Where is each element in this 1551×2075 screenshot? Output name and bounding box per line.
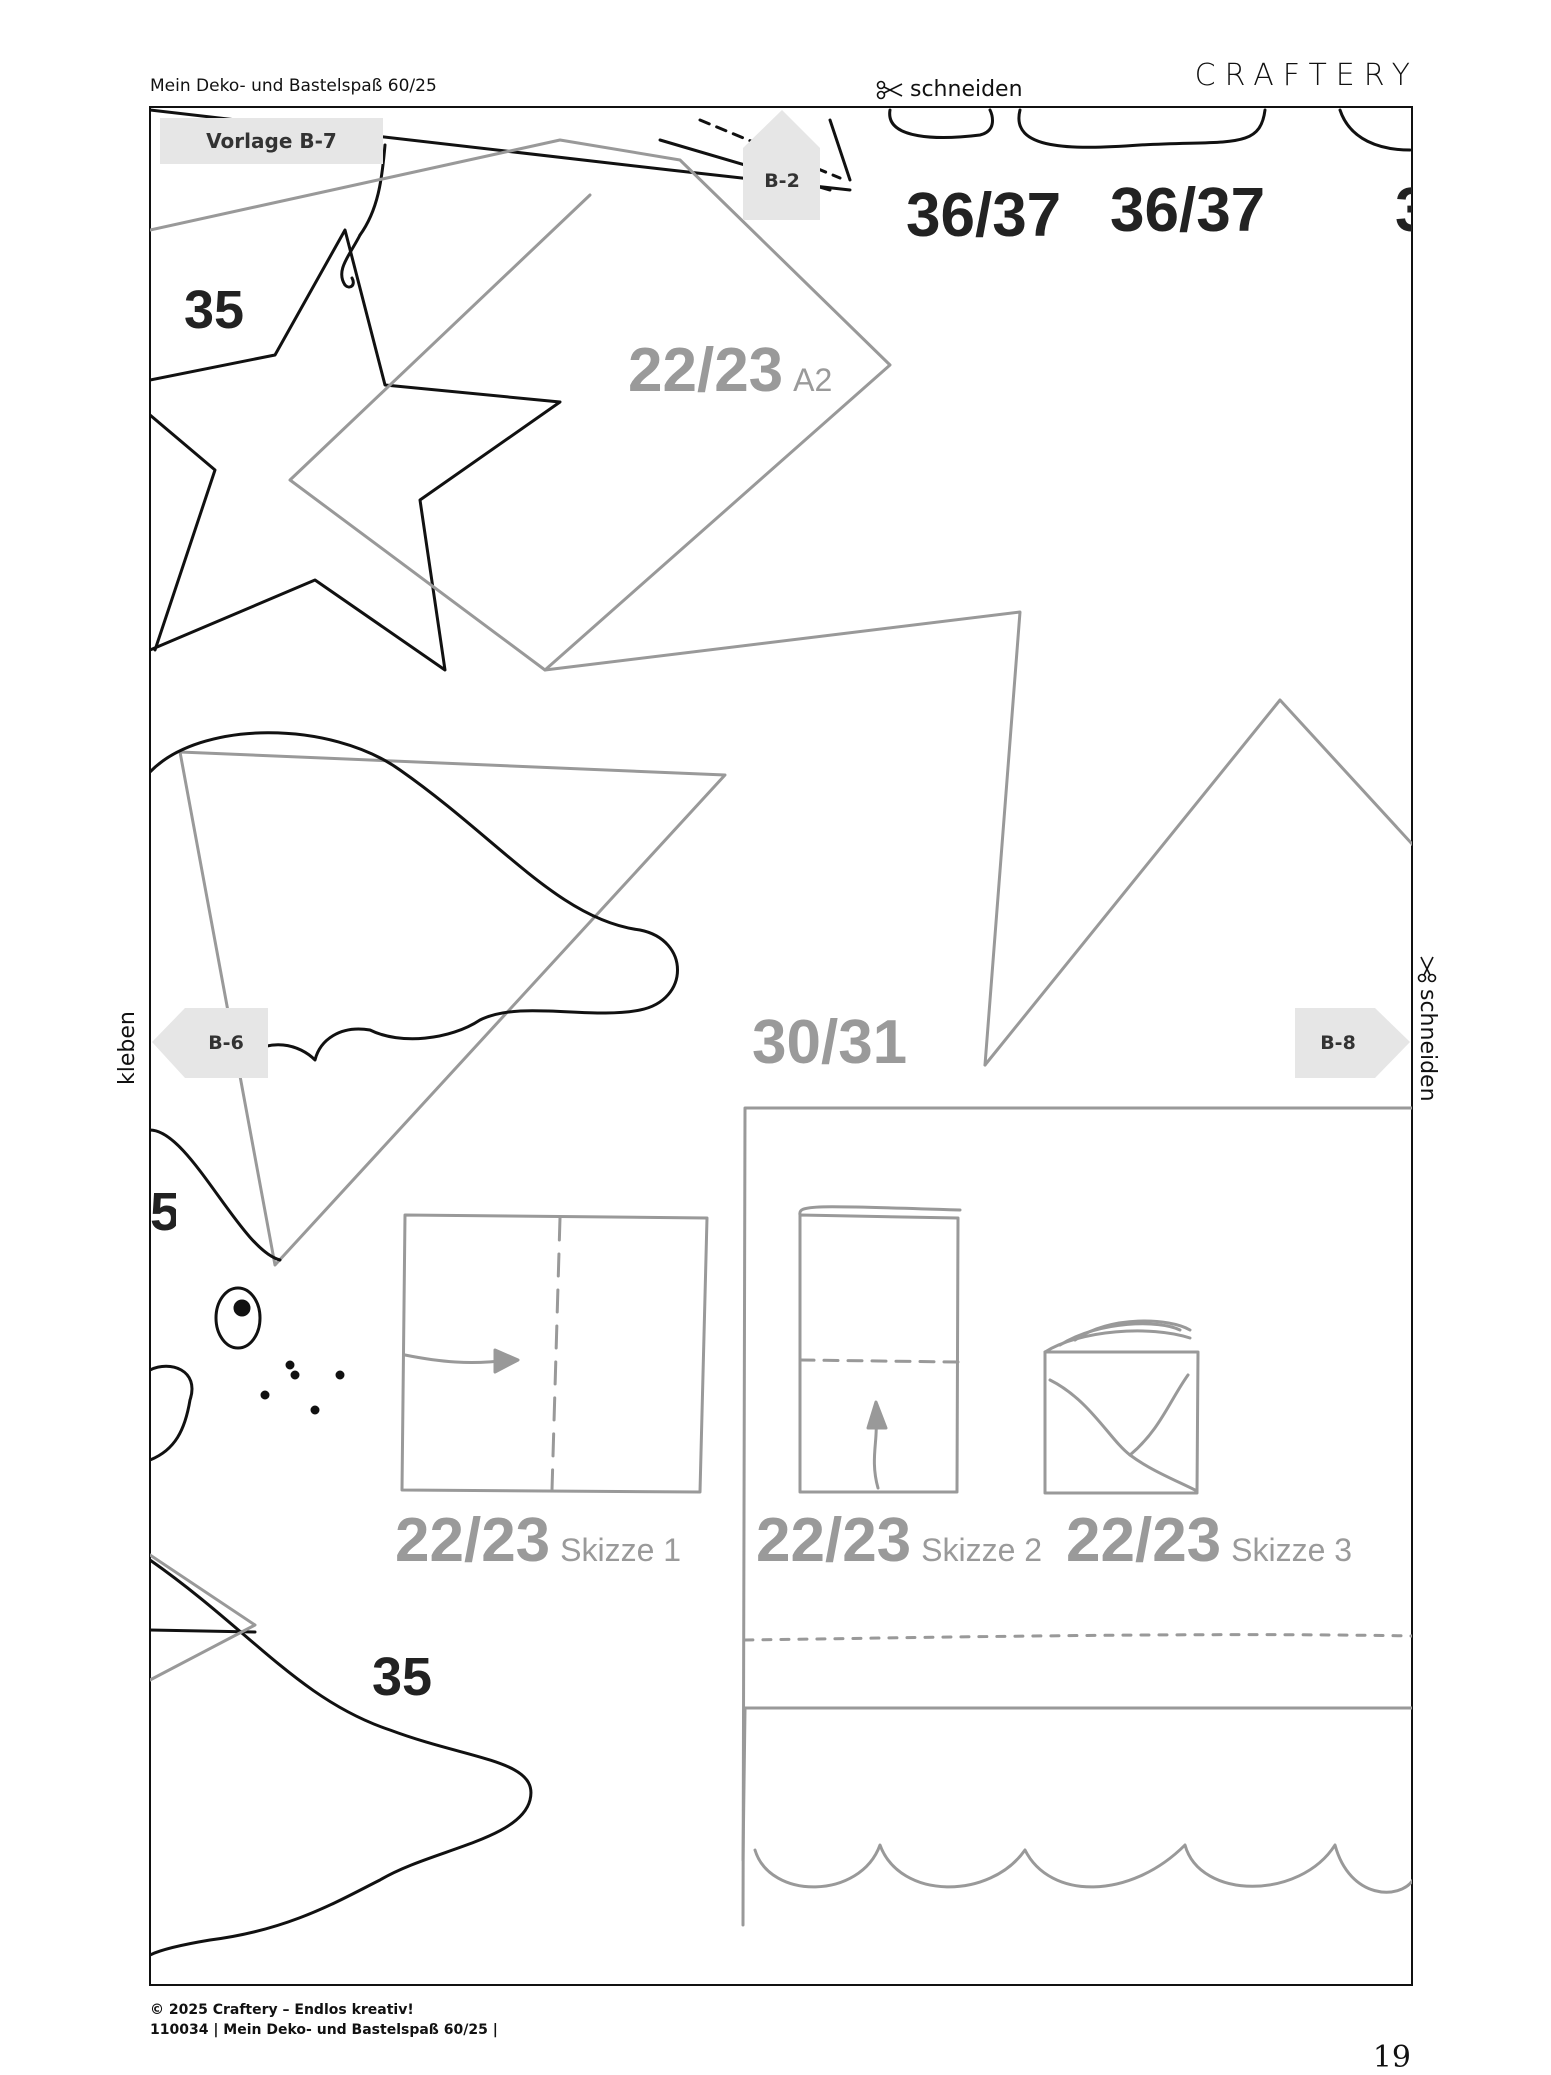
label-30-31: 30/31 (752, 1008, 908, 1077)
scissors-icon (1418, 956, 1437, 983)
label-36-37-b: 36/37 (1110, 176, 1266, 245)
sketch-3-number: 22/23 (1066, 1506, 1222, 1575)
footer: © 2025 Craftery – Endlos kreativ! 110034… (150, 2000, 498, 2040)
sketch-1-label: Skizze 1 (560, 1532, 682, 1568)
page-number: 19 (1372, 2040, 1411, 2075)
sketch-3-label: Skizze 3 (1231, 1532, 1353, 1568)
label-5: 5 (150, 1185, 176, 1239)
cut-line-label-top: schneiden (876, 77, 1023, 102)
cut-label: schneiden (910, 77, 1023, 102)
nav-top-label[interactable]: B-2 (764, 170, 800, 192)
label-36-37-c: 3 (1395, 180, 1412, 242)
sketch-1-number: 22/23 (395, 1506, 551, 1575)
footer-copyright: © 2025 Craftery – Endlos kreativ! (150, 2002, 414, 2018)
label-22-23: 22/23 (628, 336, 784, 405)
nav-right-label[interactable]: B-8 (1320, 1032, 1356, 1054)
label-a2: A2 (793, 362, 833, 398)
label-35-bottom: 35 (372, 1647, 433, 1707)
template-label: Vorlage B-7 (160, 118, 383, 164)
label-36-37-a: 36/37 (906, 181, 1062, 250)
footer-product: 110034 | Mein Deko- und Bastelspaß 60/25… (150, 2022, 498, 2038)
sketch-2-label: Skizze 2 (921, 1532, 1043, 1568)
nav-left-label[interactable]: B-6 (208, 1032, 244, 1054)
glue-label-left: kleben (115, 1011, 140, 1085)
header-title: Mein Deko- und Bastelspaß 60/25 (150, 76, 437, 96)
label-35-top: 35 (184, 280, 245, 340)
cut-label-right: schneiden (1415, 989, 1440, 1102)
brand-logo: CRAFTERY (1194, 58, 1419, 93)
scissors-icon (876, 80, 903, 99)
sketch-2-number: 22/23 (756, 1506, 912, 1575)
cut-line-label-right: schneiden (1415, 955, 1440, 1102)
